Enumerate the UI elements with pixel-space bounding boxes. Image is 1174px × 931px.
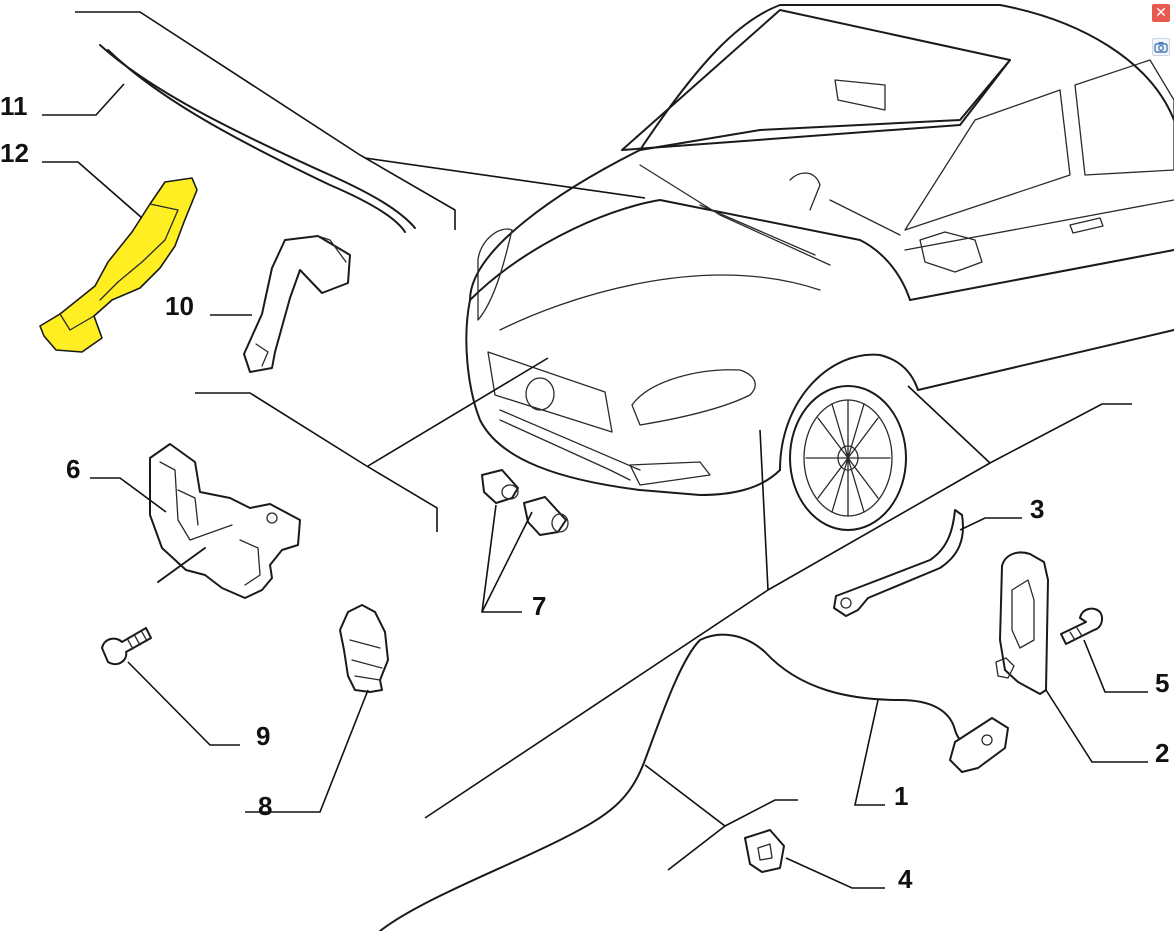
camera-search-icon[interactable] — [1152, 38, 1170, 56]
label-10: 10 — [165, 291, 194, 321]
label-11: 11 — [0, 91, 28, 121]
part-2-release-handle — [995, 551, 1049, 695]
label-leaders — [42, 83, 1148, 889]
camera-glyph — [1154, 42, 1168, 53]
part-5-screw — [1060, 607, 1103, 645]
part-labels: 11 12 10 6 9 8 7 3 5 2 1 4 — [0, 91, 1169, 894]
part-8-switch — [339, 604, 389, 693]
car-illustration — [465, 4, 1174, 531]
label-4: 4 — [898, 864, 913, 894]
label-3: 3 — [1030, 494, 1044, 524]
label-9: 9 — [256, 721, 270, 751]
part-7-buffers — [481, 469, 569, 536]
label-7: 7 — [532, 591, 546, 621]
part-10-hood-support — [243, 235, 351, 373]
part-11-hood-seal — [99, 44, 416, 233]
part-6-hood-lock — [149, 443, 301, 599]
close-icon[interactable]: ✕ — [1152, 4, 1170, 22]
label-5: 5 — [1155, 668, 1169, 698]
label-1: 1 — [894, 781, 908, 811]
label-6: 6 — [66, 454, 80, 484]
part-9-screw — [101, 627, 152, 666]
group-lines — [75, 11, 1132, 871]
label-12: 12 — [0, 138, 29, 168]
part-1-release-cable — [379, 633, 1009, 931]
part-12-highlighted-bracket — [39, 177, 198, 353]
label-2: 2 — [1155, 738, 1169, 768]
part-3-cable-tie — [833, 509, 964, 617]
label-8: 8 — [258, 791, 272, 821]
part-4-clip — [744, 829, 785, 873]
